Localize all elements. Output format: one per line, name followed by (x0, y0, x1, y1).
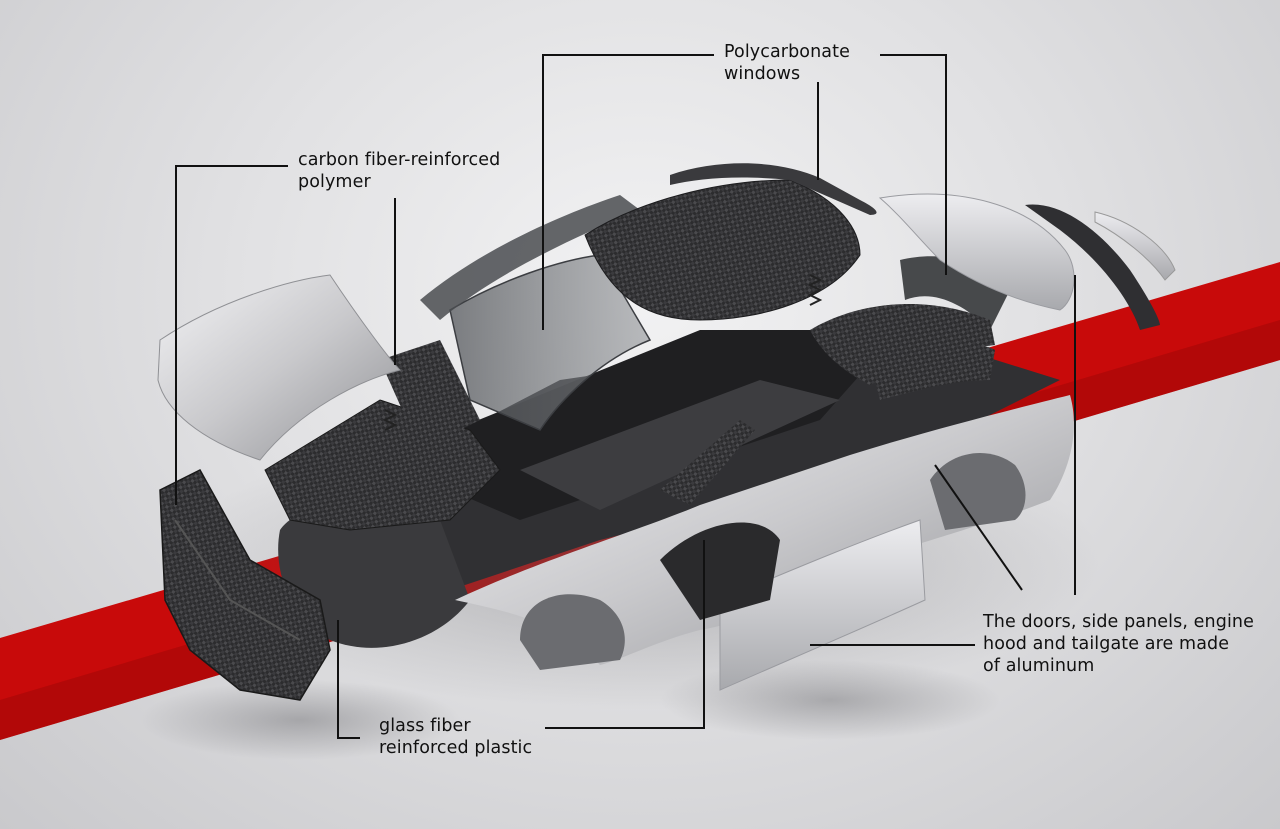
leader-polycarbonate-right (880, 54, 947, 275)
leader-lines (175, 54, 1076, 739)
polycarbonate-side-window (420, 195, 640, 320)
carbon-side-sill (660, 420, 755, 505)
leader-aluminum-side (934, 464, 1023, 591)
aluminum-rear-deck (878, 193, 1075, 311)
carbon-front-crash-structure (159, 469, 331, 701)
aluminum-tailgate (1025, 204, 1160, 330)
aluminum-door (719, 519, 926, 691)
front-inner-fender (278, 501, 470, 648)
aluminum-hood (157, 274, 401, 461)
carbon-roof-panel (584, 179, 861, 321)
leader-glass-right (545, 540, 705, 729)
carbon-bulkhead (380, 340, 480, 450)
leader-polycarbonate-left (542, 54, 714, 330)
leader-glass-left (337, 620, 360, 739)
label-polycarbonate-windows: Polycarbonate windows (724, 42, 850, 84)
label-carbon-fiber-polymer: carbon fiber-reinforced polymer (298, 150, 501, 192)
label-aluminum-parts: The doors, side panels, engine hood and … (983, 612, 1254, 676)
polycarbonate-windshield (449, 254, 652, 431)
leader-carbon-left (175, 165, 288, 505)
suspension-coil (382, 274, 823, 431)
carbon-seat (810, 303, 995, 385)
label-glass-fiber-plastic: glass fiber reinforced plastic (379, 716, 533, 758)
